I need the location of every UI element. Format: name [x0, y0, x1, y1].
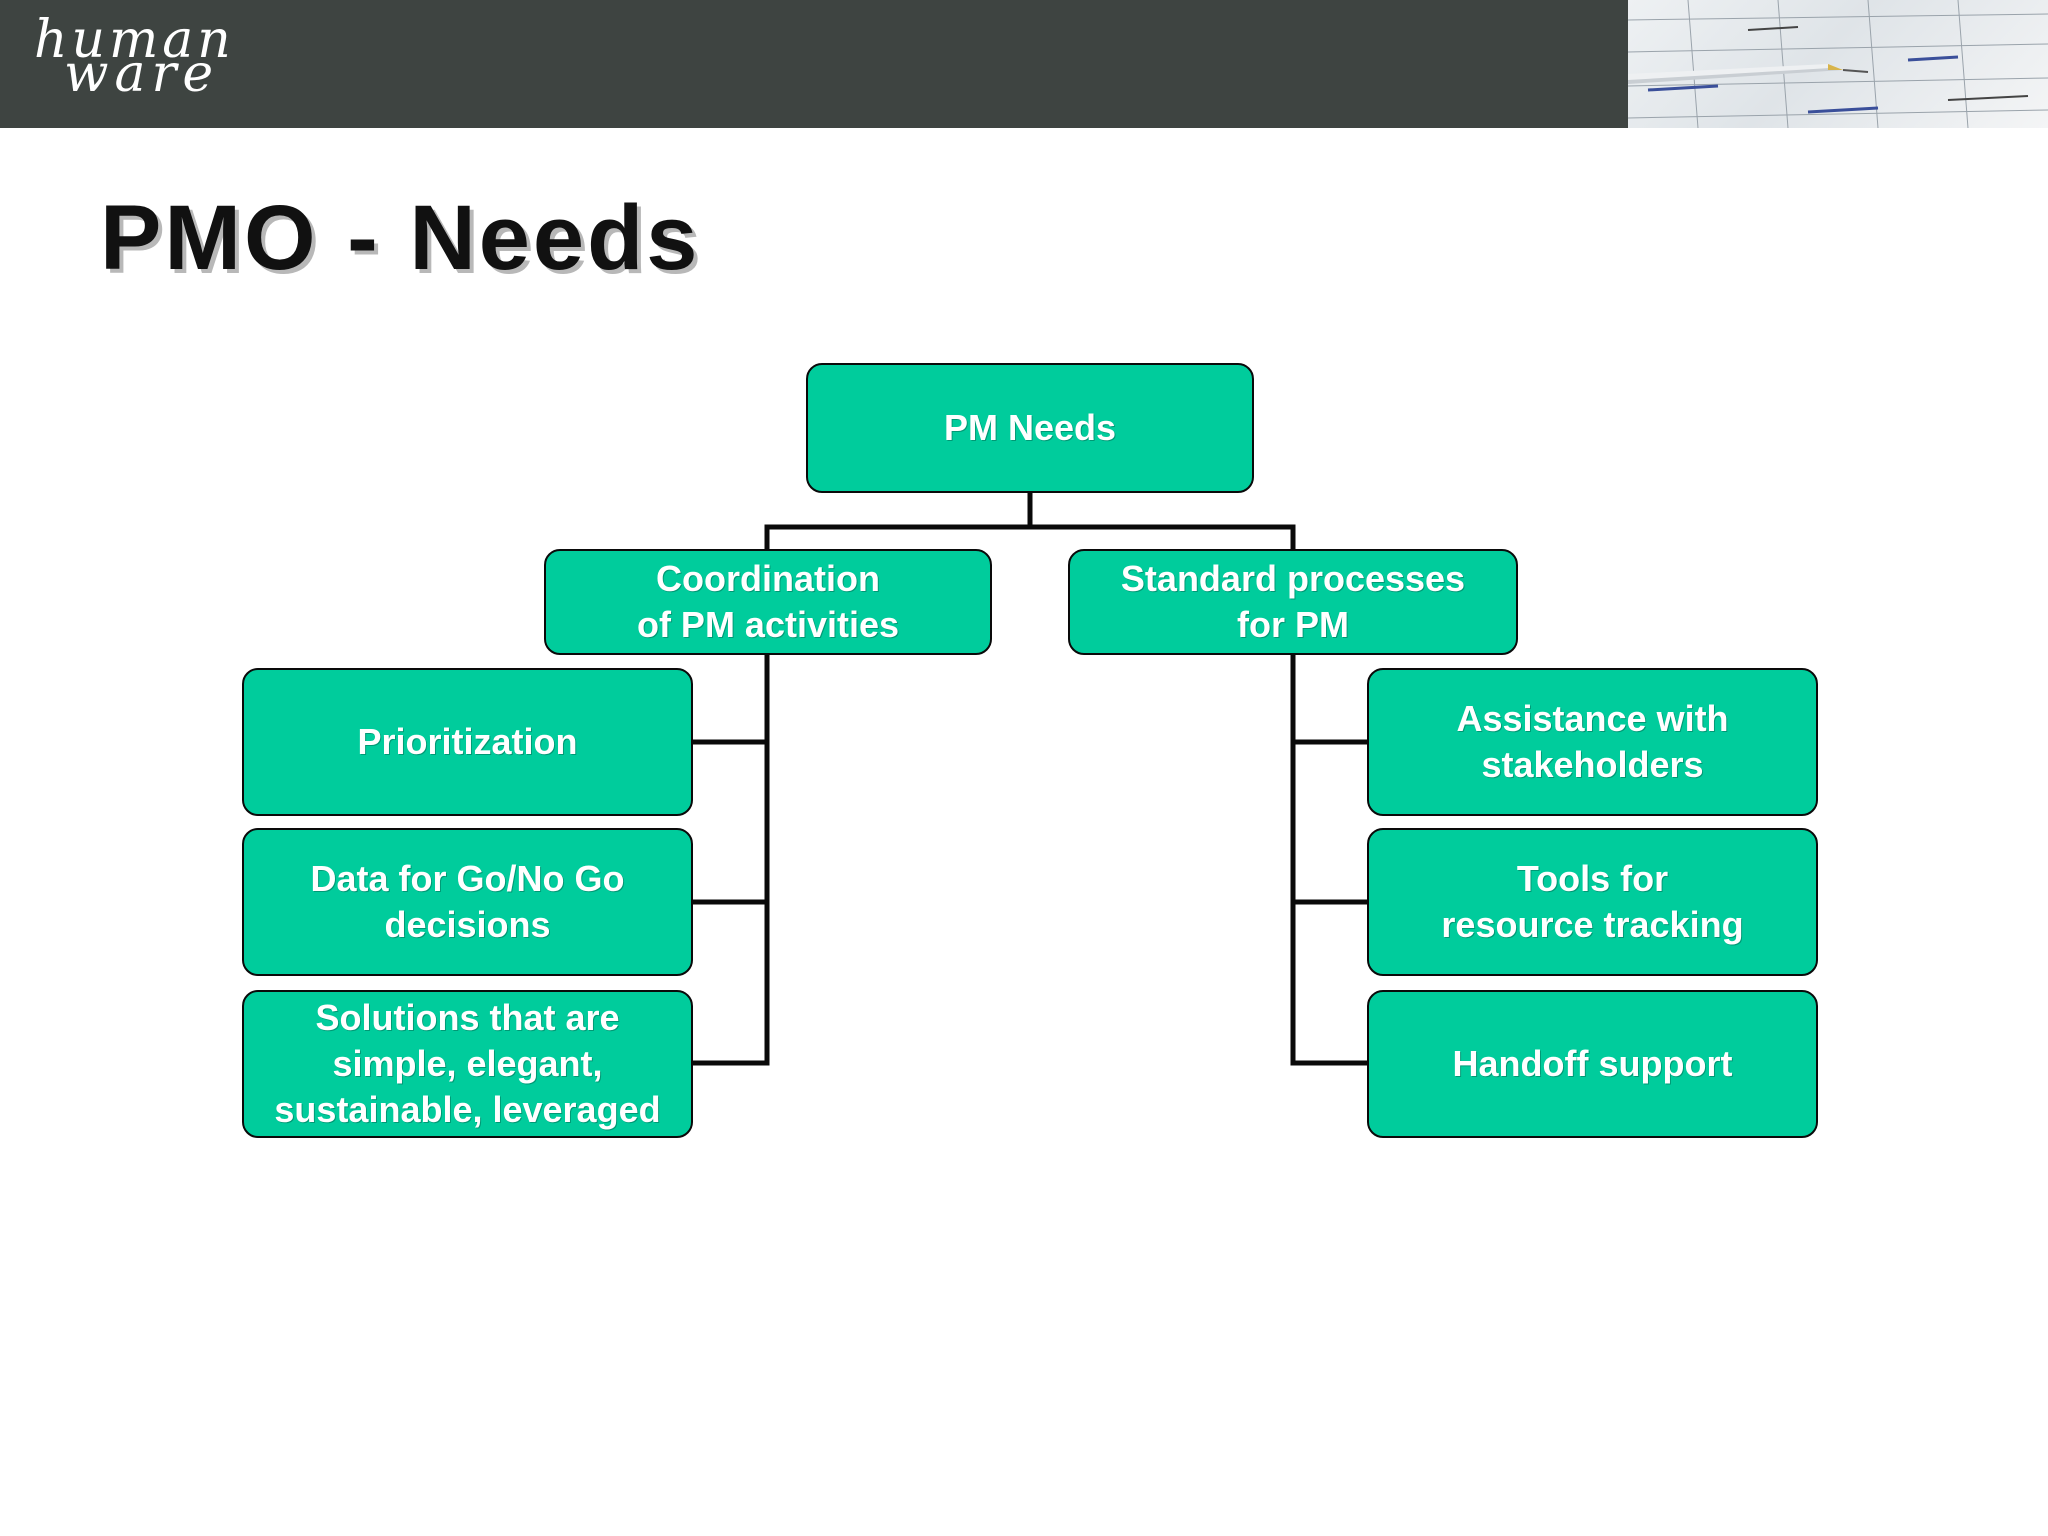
- node-solutions-simple-elegant: Solutions that are simple, elegant, sust…: [242, 990, 693, 1138]
- node-coordination-of-pm-activities: Coordination of PM activities: [544, 549, 992, 655]
- node-handoff-support: Handoff support: [1367, 990, 1818, 1138]
- header-band: human ware: [0, 0, 1628, 128]
- node-prioritization: Prioritization: [242, 668, 693, 816]
- logo-line-2: ware: [64, 44, 220, 104]
- node-assistance-with-stakeholders: Assistance with stakeholders: [1367, 668, 1818, 816]
- pen-on-chart-image: [1628, 0, 2048, 128]
- slide-title: PMO - Needs: [100, 187, 701, 289]
- header-photo-pen-on-chart: [1628, 0, 2048, 128]
- node-standard-processes-for-pm: Standard processes for PM: [1068, 549, 1518, 655]
- node-pm-needs: PM Needs: [806, 363, 1254, 493]
- logo-line-1: human: [34, 10, 235, 70]
- humanware-logo: human ware: [34, 10, 274, 100]
- node-tools-for-resource-tracking: Tools for resource tracking: [1367, 828, 1818, 976]
- node-data-for-go-no-go-decisions: Data for Go/No Go decisions: [242, 828, 693, 976]
